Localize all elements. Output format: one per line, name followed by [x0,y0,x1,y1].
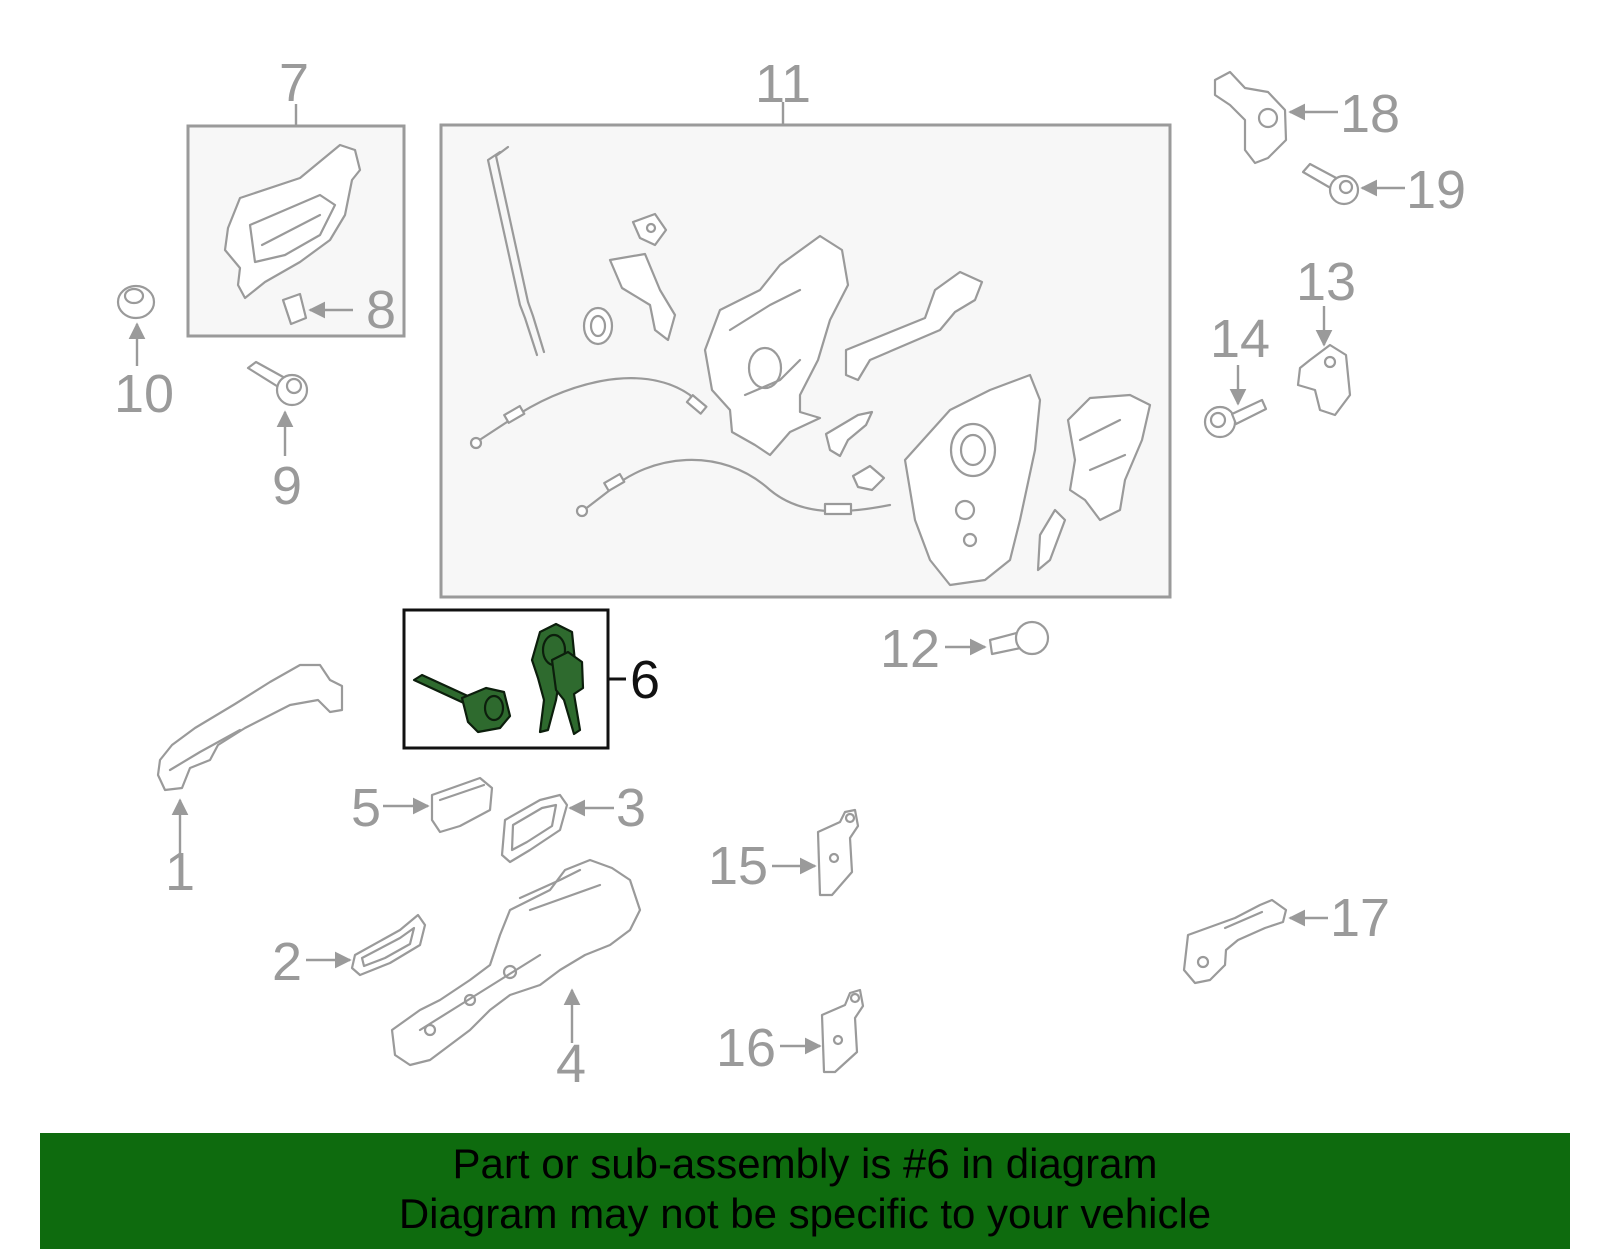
callout-6: 6 [630,650,660,710]
part-18-striker [1213,70,1338,165]
callout-16: 16 [716,1018,776,1078]
part-3-gasket [500,793,614,864]
part-6-lock-cylinder-and-keys [412,622,585,736]
part-10-nut [116,284,156,366]
callout-17: 17 [1330,888,1390,948]
callout-14: 14 [1210,309,1270,369]
callout-4: 4 [556,1034,586,1094]
callout-15: 15 [708,836,768,896]
callout-10: 10 [114,364,174,424]
part-4-handle-bracket [390,858,642,1067]
callout-11: 11 [755,54,811,114]
callout-7: 7 [279,53,309,113]
part-19-bolt [1301,162,1405,206]
callout-8: 8 [366,280,396,340]
part-14-bolt [1203,365,1268,439]
callout-13: 13 [1296,252,1356,312]
callout-18: 18 [1340,84,1400,144]
part-7-inside-handle [223,143,362,300]
callout-1: 1 [165,842,195,902]
part-8-clip [281,292,353,326]
callout-2: 2 [272,932,302,992]
part-13-striker-plate [1296,306,1352,417]
part-5-cap [383,776,494,834]
group-box-6 [402,608,626,750]
part-9-bolt [246,360,309,456]
footer-line-2: Diagram may not be specific to your vehi… [398,1190,1212,1237]
part-15-hinge [772,808,860,897]
callout-3: 3 [616,778,646,838]
callout-19: 19 [1406,160,1466,220]
part-12-screw [945,620,1050,656]
callout-5: 5 [351,778,381,838]
part-16-hinge [780,988,865,1074]
part-17-door-check [1182,898,1328,985]
part-1-outside-handle [156,663,344,856]
footer-line-1: Part or sub-assembly is #6 in diagram [452,1140,1158,1187]
part-11-latch-assembly [469,145,1152,587]
footer-banner: Part or sub-assembly is #6 in diagram Di… [40,1133,1570,1249]
callout-12: 12 [880,619,940,679]
callout-9: 9 [272,456,302,516]
part-2-gasket [306,913,427,977]
